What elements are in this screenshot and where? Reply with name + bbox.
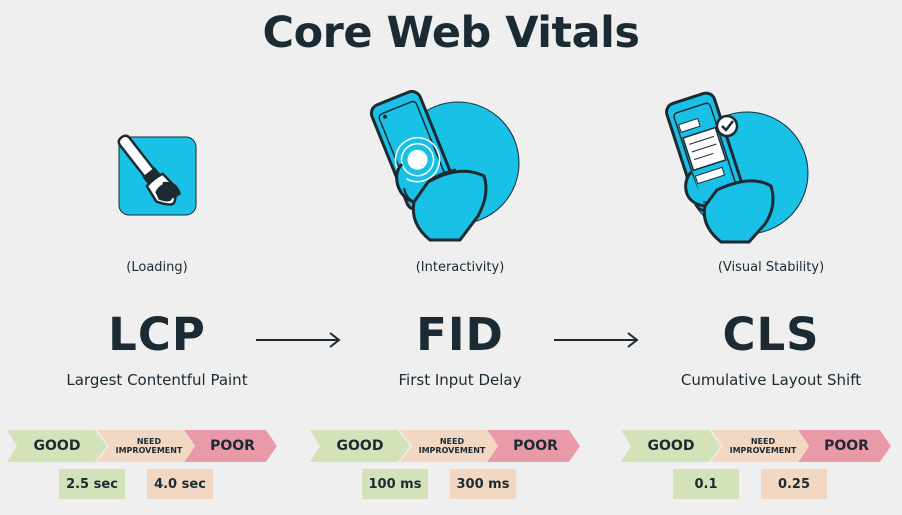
metric-subtitle: (Visual Stability) [717, 260, 825, 275]
scale-need-line1: NEED [750, 437, 776, 446]
scale-need-line1: NEED [439, 437, 465, 446]
scale-need-line2: IMPROVEMENT [418, 446, 486, 455]
scale-need-line2: IMPROVEMENT [729, 446, 797, 455]
scale-poor: POOR [487, 430, 580, 462]
arrow-right-icon [256, 332, 341, 348]
good-threshold-badge: 0.1 [673, 469, 739, 499]
phone-tap-icon [310, 90, 610, 250]
good-threshold-badge: 100 ms [362, 469, 428, 499]
metric-fid: (Interactivity) FID First Input Delay GO… [310, 0, 610, 515]
metric-subtitle: (Interactivity) [415, 260, 505, 275]
metric-cls: (Visual Stability) CLS Cumulative Layout… [621, 0, 902, 515]
metric-full-name: Largest Contentful Paint [66, 371, 248, 389]
poor-threshold-badge: 0.25 [761, 469, 827, 499]
paintbrush-icon [7, 90, 307, 250]
scale-poor: POOR [798, 430, 891, 462]
poor-threshold-badge: 300 ms [450, 469, 516, 499]
poor-threshold-badge: 4.0 sec [147, 469, 213, 499]
page-title: Core Web Vitals [262, 8, 640, 58]
good-threshold-badge: 2.5 sec [59, 469, 125, 499]
metric-abbreviation: LCP [108, 308, 206, 361]
scale-poor: POOR [184, 430, 277, 462]
metric-subtitle: (Loading) [126, 260, 188, 275]
metric-full-name: Cumulative Layout Shift [680, 371, 862, 389]
scale-need-line1: NEED [136, 437, 162, 446]
scale-good: GOOD [7, 430, 107, 462]
metric-full-name: First Input Delay [398, 371, 522, 389]
scale-good: GOOD [621, 430, 721, 462]
scale-good: GOOD [310, 430, 410, 462]
phone-check-icon [621, 90, 902, 250]
arrow-right-icon [554, 332, 639, 348]
metric-abbreviation: FID [416, 308, 504, 361]
scale-need-line2: IMPROVEMENT [115, 446, 183, 455]
metric-lcp: (Loading) LCP Largest Contentful Paint G… [7, 0, 307, 515]
metric-abbreviation: CLS [722, 308, 820, 361]
